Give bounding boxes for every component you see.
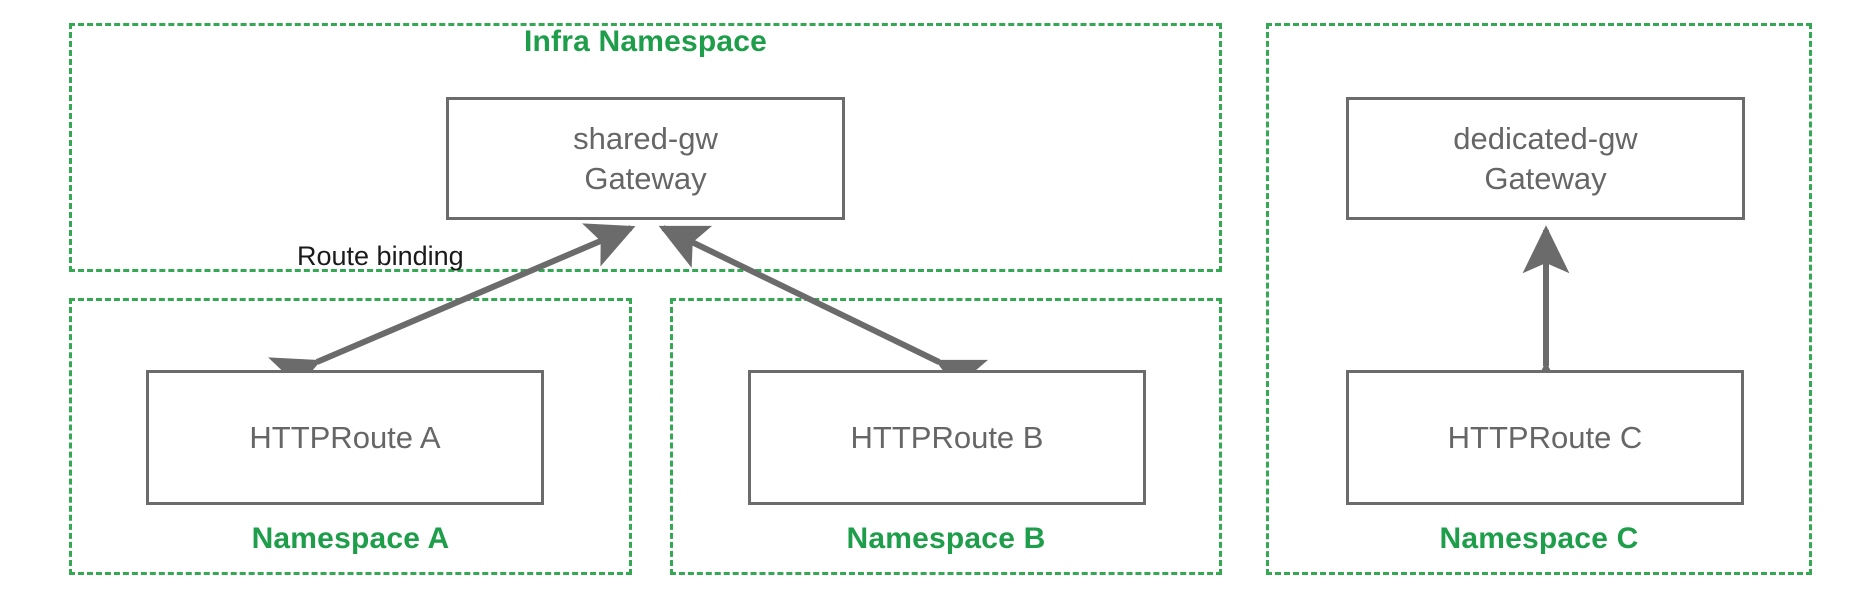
namespace-box-c: [1266, 23, 1812, 575]
node-dedicated-gw-gateway-label: dedicated-gw Gateway: [1453, 120, 1638, 196]
node-httproute-a[interactable]: HTTPRoute A: [146, 370, 544, 505]
node-httproute-a-label: HTTPRoute A: [249, 419, 441, 455]
node-dedicated-gw-gateway[interactable]: dedicated-gw Gateway: [1346, 97, 1745, 220]
namespace-label-a: Namespace A: [251, 522, 450, 555]
node-httproute-c[interactable]: HTTPRoute C: [1346, 370, 1744, 505]
node-httproute-b-label: HTTPRoute B: [850, 419, 1044, 455]
node-httproute-b[interactable]: HTTPRoute B: [748, 370, 1146, 505]
namespace-box-infra: [69, 23, 1222, 272]
node-httproute-c-label: HTTPRoute C: [1447, 419, 1643, 455]
namespace-label-c: Namespace C: [1439, 522, 1639, 555]
edge-httproute-b-to-shared-gw: [658, 225, 989, 402]
edge-httproute-a-to-shared-gw: [268, 223, 636, 401]
namespace-label-infra: Infra Namespace: [523, 25, 768, 58]
node-shared-gw-gateway[interactable]: shared-gw Gateway: [446, 97, 845, 220]
namespace-label-b: Namespace B: [846, 522, 1046, 555]
node-shared-gw-gateway-label: shared-gw Gateway: [573, 120, 718, 196]
edge-label-route-binding: Route binding: [297, 241, 464, 271]
